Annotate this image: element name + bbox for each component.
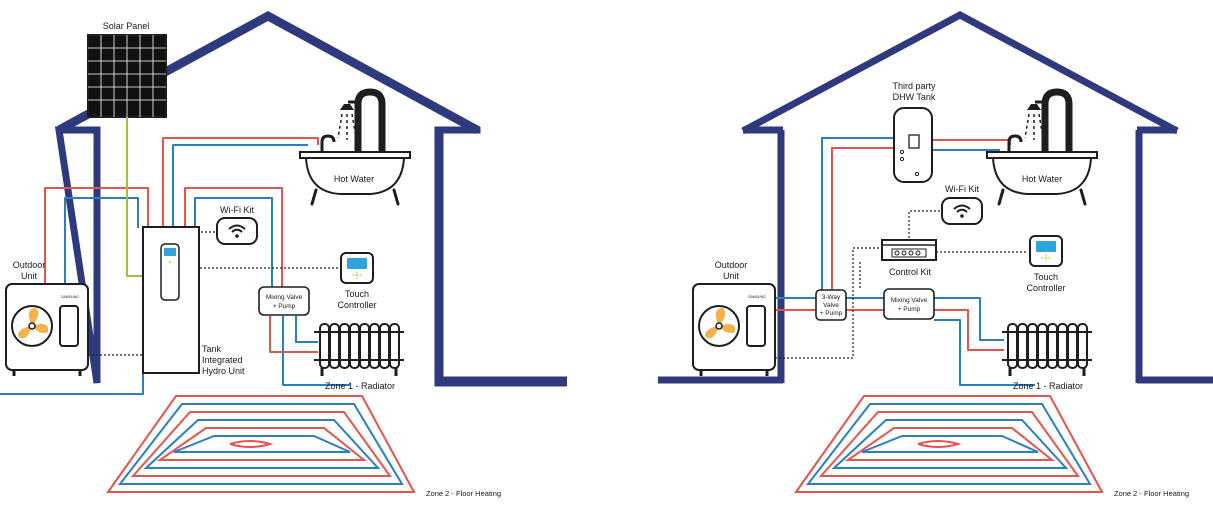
zone1-label-right: Zone 1 - Radiator xyxy=(1013,381,1083,391)
brand-label-right: SAMSUNG xyxy=(748,295,766,299)
mixing-valve-label-left-1: Mixing Valve xyxy=(266,294,303,301)
zone1-label-left: Zone 1 - Radiator xyxy=(325,381,395,391)
touch-controller-right xyxy=(1029,235,1063,267)
outdoor-unit-label-right-2: Unit xyxy=(723,271,740,281)
solar-panel-label: Solar Panel xyxy=(103,21,150,31)
house-outline-right xyxy=(743,15,1177,131)
zone2-label-left: Zone 2 - Floor Heating xyxy=(426,489,501,498)
wifi-kit-label-right: Wi-Fi Kit xyxy=(945,184,979,194)
radiator-left xyxy=(312,320,406,378)
touch-controller-left xyxy=(340,252,374,284)
wifi-kit-right xyxy=(941,197,983,225)
wifi-kit-label-left: Wi-Fi Kit xyxy=(220,205,254,215)
bathtub-right xyxy=(987,92,1097,204)
tank-unit-label-2: Integrated xyxy=(202,355,243,365)
touch-controller-label-right-1: Touch xyxy=(1034,272,1058,282)
outdoor-unit-label-left-2: Unit xyxy=(21,271,38,281)
pipe-hot-outdoor-left xyxy=(44,187,149,286)
control-kit-label: Control Kit xyxy=(889,267,932,277)
hot-water-label-right: Hot Water xyxy=(1022,174,1062,184)
left-system: SAMSUNG Solar Panel Hot Water Wi-Fi Kit … xyxy=(0,11,567,498)
mixing-valve-label-left-2: + Pump xyxy=(273,303,296,310)
radiator-right xyxy=(1000,320,1094,378)
three-way-valve xyxy=(815,289,847,321)
three-way-valve-label-2: Valve xyxy=(823,302,839,309)
hot-water-label-left: Hot Water xyxy=(334,174,374,184)
pipe-cold-outdoor-left xyxy=(64,197,139,286)
brand-label-left: SAMSUNG xyxy=(61,295,79,299)
tank-unit-label-1: Tank xyxy=(202,344,222,354)
dhw-tank-label-2: DHW Tank xyxy=(893,92,936,102)
tank-unit-label-3: Hydro Unit xyxy=(202,366,245,376)
touch-controller-label-right-2: Controller xyxy=(1026,283,1065,293)
zone2-label-right: Zone 2 - Floor Heating xyxy=(1114,489,1189,498)
three-way-valve-label-1: 3-Way xyxy=(822,294,841,301)
mixing-valve-right xyxy=(883,288,935,320)
touch-controller-label-left-2: Controller xyxy=(337,300,376,310)
wifi-kit-left xyxy=(216,217,258,245)
floor-heating-coil-right xyxy=(794,395,1104,493)
outdoor-unit-label-left-1: Outdoor xyxy=(13,260,46,270)
control-kit xyxy=(881,239,937,261)
touch-controller-label-left-1: Touch xyxy=(345,289,369,299)
mixing-valve-label-right-2: + Pump xyxy=(898,306,921,313)
floor-heating-coil-left xyxy=(106,395,416,493)
pipe-cold-return-left xyxy=(0,373,144,395)
outdoor-unit-label-right-1: Outdoor xyxy=(715,260,748,270)
solar-wire-left xyxy=(126,117,143,277)
dhw-tank-label-1: Third party xyxy=(892,81,936,91)
right-system: SAMSUNG Third party DHW Tank Hot Water W… xyxy=(658,11,1213,498)
three-way-valve-label-3: + Pump xyxy=(820,310,843,317)
bathtub-left xyxy=(300,92,410,204)
mixing-valve-label-right-1: Mixing Valve xyxy=(891,297,928,304)
mixing-valve-left xyxy=(258,286,310,316)
